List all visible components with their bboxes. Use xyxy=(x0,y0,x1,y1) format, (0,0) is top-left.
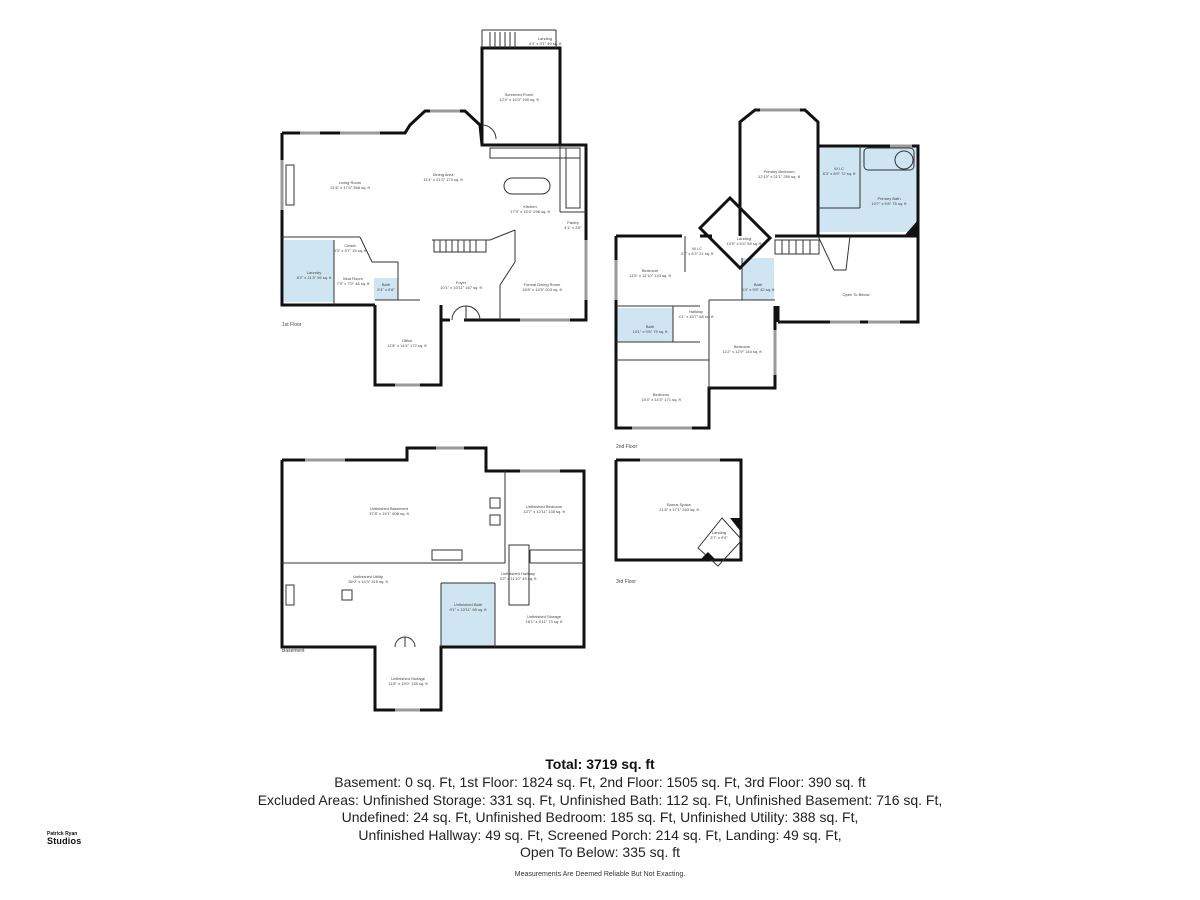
second-floor-label: 2nd Floor xyxy=(616,444,637,450)
room-label: Open To Below xyxy=(842,292,869,297)
third-floor-plan xyxy=(614,458,743,567)
area-breakdown-line: Unfinished Hallway: 49 sq. Ft, Screened … xyxy=(358,826,842,843)
second-floor-plan xyxy=(614,108,920,430)
basement-plan xyxy=(280,446,586,712)
area-breakdown-line: Excluded Areas: Unfinished Storage: 331 … xyxy=(257,791,943,808)
basement-label: Basement xyxy=(282,648,305,654)
area-breakdown-line: Open To Below: 335 sq. ft xyxy=(519,844,681,860)
first-floor-plan xyxy=(280,29,588,387)
area-breakdown: Basement: 0 sq. Ft, 1st Floor: 1824 sq. … xyxy=(0,774,1200,862)
total-area: Total: 3719 sq. ft xyxy=(545,756,655,772)
logo-line-2: Studios xyxy=(47,836,82,846)
logo-line-1: Patrick Ryan xyxy=(47,831,78,837)
third-floor-label: 3rd Floor xyxy=(616,579,636,585)
first-floor-label: 1st Floor xyxy=(282,322,302,328)
area-breakdown-line: Undefined: 24 sq. Ft, Unfinished Bedroom… xyxy=(341,809,859,825)
disclaimer: Measurements Are Deemed Reliable But Not… xyxy=(514,871,686,878)
brand-logo: Patrick Ryan Studios xyxy=(47,832,81,846)
area-breakdown-line: Basement: 0 sq. Ft, 1st Floor: 1824 sq. … xyxy=(334,774,866,790)
